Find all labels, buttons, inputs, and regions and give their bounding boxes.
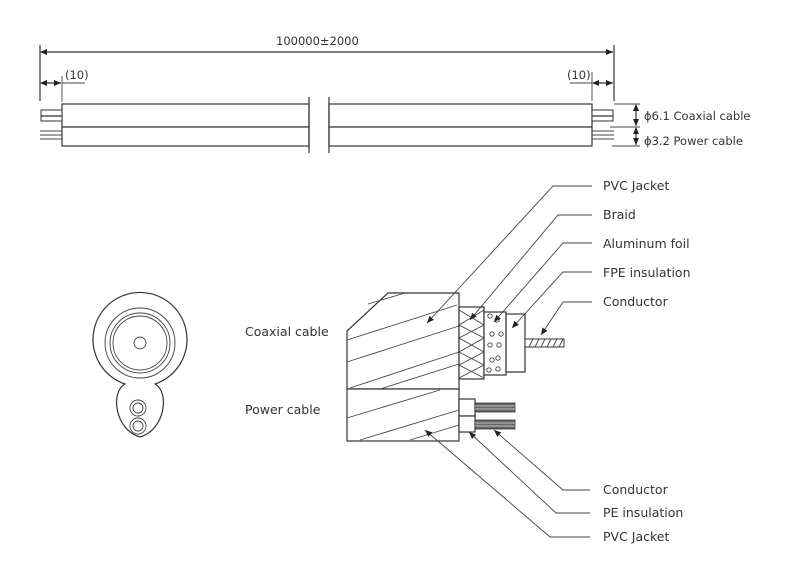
left-strip-label: (10) <box>65 68 89 82</box>
callout-pvc-jacket: PVC Jacket <box>603 178 669 193</box>
top-callout-leaders <box>426 185 592 336</box>
length-dimension: 100000±2000 <box>39 34 615 101</box>
callout-braid: Braid <box>603 207 636 222</box>
left-strip-dimension: (10) <box>40 68 89 102</box>
callout-power-pvc-jacket: PVC Jacket <box>603 529 669 544</box>
diameter-dimension: ϕ6.1 Coaxial cable ϕ3.2 Power cable <box>610 103 750 148</box>
cable-side-view <box>40 97 614 153</box>
bottom-callout-leaders <box>424 429 590 538</box>
callout-aluminum-foil: Aluminum foil <box>603 236 690 251</box>
callout-pe-insulation: PE insulation <box>603 505 683 520</box>
callout-fpe-insulation: FPE insulation <box>603 265 691 280</box>
cable-end-view <box>92 291 188 438</box>
coaxial-cable-label: Coaxial cable <box>245 324 329 339</box>
power-diameter-label: ϕ3.2 Power cable <box>644 134 743 148</box>
power-cable-label: Power cable <box>245 402 321 417</box>
cutaway-drawing <box>346 292 565 442</box>
callout-coax-conductor: Conductor <box>603 294 669 309</box>
right-strip-dimension: (10) <box>567 68 613 101</box>
callout-power-conductor: Conductor <box>603 482 669 497</box>
top-callouts: PVC Jacket Braid Aluminum foil FPE insul… <box>603 178 691 309</box>
bottom-callouts: Conductor PE insulation PVC Jacket <box>603 482 683 544</box>
right-strip-label: (10) <box>567 68 591 82</box>
total-length-label: 100000±2000 <box>276 34 359 48</box>
coaxial-diameter-label: ϕ6.1 Coaxial cable <box>644 109 750 123</box>
